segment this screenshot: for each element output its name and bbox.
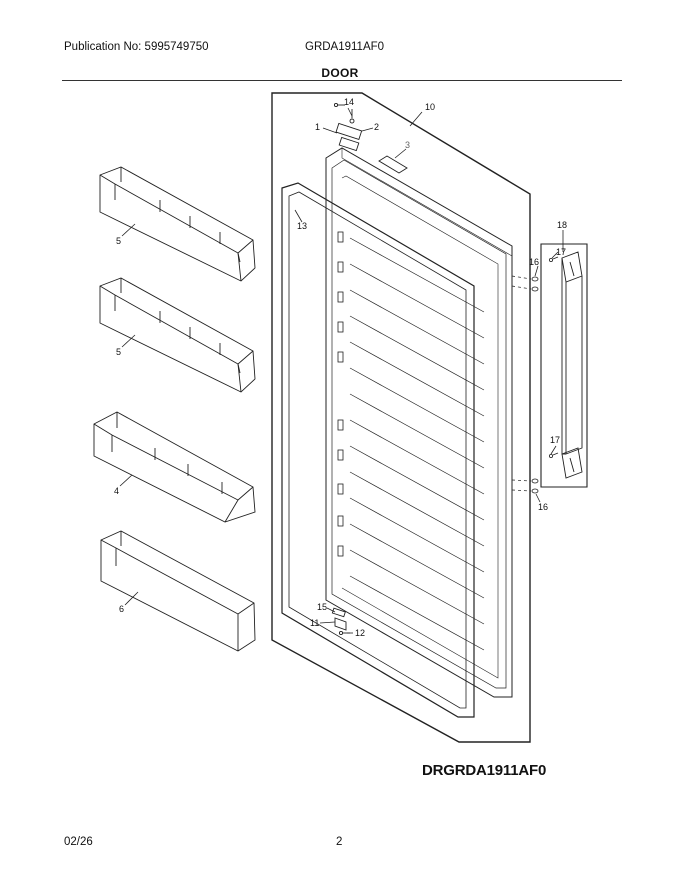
callout-handle-screw-bottom: 17 (550, 435, 560, 445)
door-label (378, 155, 408, 174)
door-shelf-rails (349, 237, 485, 651)
door-handle (561, 251, 583, 479)
bottom-hinge (331, 607, 350, 636)
callout-gasket: 13 (297, 221, 307, 231)
callout-handle-screw-top: 17 (556, 247, 566, 257)
callout-label: 3 (405, 140, 410, 150)
header-divider (62, 80, 622, 81)
door-bin-upper (99, 166, 256, 282)
callout-handle-stud-top: 16 (529, 257, 539, 267)
callout-bin-third: 4 (114, 486, 119, 496)
shelf-clips (337, 231, 344, 557)
callout-bottom-hinge-bushing: 15 (317, 602, 327, 612)
callout-hinge-cover: 2 (374, 122, 379, 132)
callout-handle-stud-bottom: 16 (538, 502, 548, 512)
door-bin-bottom (100, 530, 256, 652)
callout-bin-second: 5 (116, 347, 121, 357)
callout-door-assembly: 10 (425, 102, 435, 112)
leader-lines (119, 107, 564, 634)
publication-number: Publication No: 5995749750 (64, 41, 209, 53)
callout-handle-assembly: 18 (557, 220, 567, 230)
door-bin-second (99, 277, 256, 393)
door-gasket (281, 182, 475, 718)
callout-hinge-pin: 14 (344, 97, 354, 107)
diagram-code: DRGRDA1911AF0 (422, 762, 547, 779)
callout-hinge-bracket: 1 (315, 122, 320, 132)
model-number: GRDA1911AF0 (305, 41, 385, 53)
handle-fasteners (531, 256, 559, 494)
door-assembly-outline (271, 92, 531, 743)
section-title: DOOR (321, 66, 359, 80)
callout-bin-upper: 5 (116, 236, 121, 246)
callout-bottom-hinge: 11 (310, 618, 319, 628)
handle-outline (540, 243, 588, 488)
handle-alignment-lines (511, 275, 532, 492)
top-hinge (333, 102, 363, 152)
callout-bin-bottom: 6 (119, 604, 124, 614)
callout-bottom-hinge-screw: 12 (355, 628, 365, 638)
door-bin-third (93, 411, 256, 523)
publication-date: 02/26 (64, 836, 93, 848)
page-number: 2 (336, 836, 343, 848)
